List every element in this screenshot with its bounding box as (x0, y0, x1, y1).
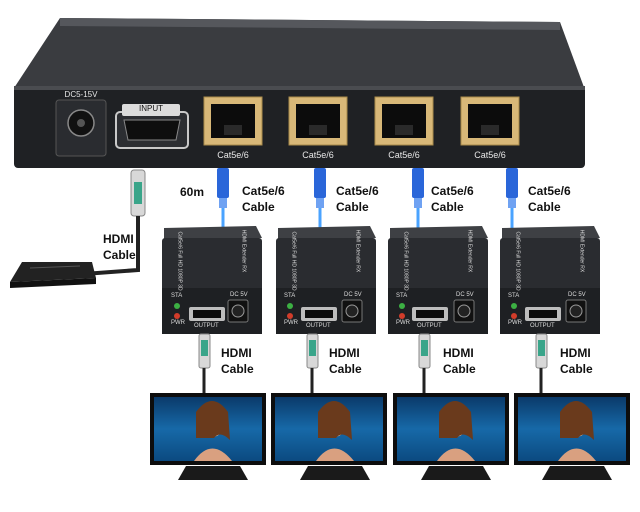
rj45-port-1 (203, 96, 263, 146)
source-player (10, 262, 96, 288)
receiver-3-sta-label: STA (396, 293, 408, 299)
rj45-port-4 (460, 96, 520, 146)
hdmi-source-cable (69, 169, 146, 277)
receiver-4 (500, 226, 600, 334)
power-port-label: DC5-15V (64, 90, 98, 99)
receiver-4-dc-label: DC 5V (568, 292, 586, 298)
receiver-2-sta-label: STA (284, 293, 296, 299)
display-2 (271, 393, 387, 480)
receiver-3-pwr-label: PWR (396, 320, 410, 326)
receiver-1-model-text: Cat5e/6 Full HD 1080P 3D (176, 231, 183, 291)
receiver-1-pwr-label: PWR (171, 320, 185, 326)
display-3 (393, 393, 509, 480)
receiver-2 (276, 226, 376, 334)
port-label-4: Cat5e/6 (474, 150, 506, 160)
receiver-2-model-text: Cat5e/6 Full HD 1080P 3D (290, 231, 297, 291)
receiver-1-output-label: OUTPUT (194, 323, 219, 329)
port-label-2: Cat5e/6 (302, 150, 334, 160)
receiver-4-pwr-label: PWR (508, 320, 522, 326)
receiver-1-sta-label: STA (171, 293, 183, 299)
receiver-2-pwr-label: PWR (284, 320, 298, 326)
display-1 (150, 393, 266, 480)
receiver-1-top-text: HDMI Extender RX (240, 229, 247, 273)
hdmi-output-cables (198, 333, 548, 394)
transmitter-unit (14, 18, 585, 168)
receiver-3-top-text: HDMI Extender RX (466, 229, 473, 273)
rj45-port-2 (288, 96, 348, 146)
display-4 (514, 393, 630, 480)
receiver-4-output-label: OUTPUT (530, 323, 555, 329)
distance-label: 60m (180, 185, 205, 199)
receiver-2-output-label: OUTPUT (306, 323, 331, 329)
receiver-4-model-text: Cat5e/6 Full HD 1080P 3D (514, 231, 521, 291)
port-label-1: Cat5e/6 (217, 150, 249, 160)
receiver-4-top-text: HDMI Extender RX (578, 229, 585, 273)
rj45-port-3 (374, 96, 434, 146)
cat-cables (217, 168, 518, 228)
receiver-3 (388, 226, 488, 334)
receiver-3-model-text: Cat5e/6 Full HD 1080P 3D (402, 231, 409, 291)
receiver-2-dc-label: DC 5V (344, 292, 362, 298)
port-label-3: Cat5e/6 (388, 150, 420, 160)
receiver-1 (162, 226, 262, 334)
receiver-2-top-text: HDMI Extender RX (354, 229, 361, 273)
input-port-label: INPUT (139, 104, 163, 113)
receiver-4-sta-label: STA (508, 293, 520, 299)
receiver-3-dc-label: DC 5V (456, 292, 474, 298)
receiver-1-dc-label: DC 5V (230, 292, 248, 298)
receiver-3-output-label: OUTPUT (417, 323, 442, 329)
